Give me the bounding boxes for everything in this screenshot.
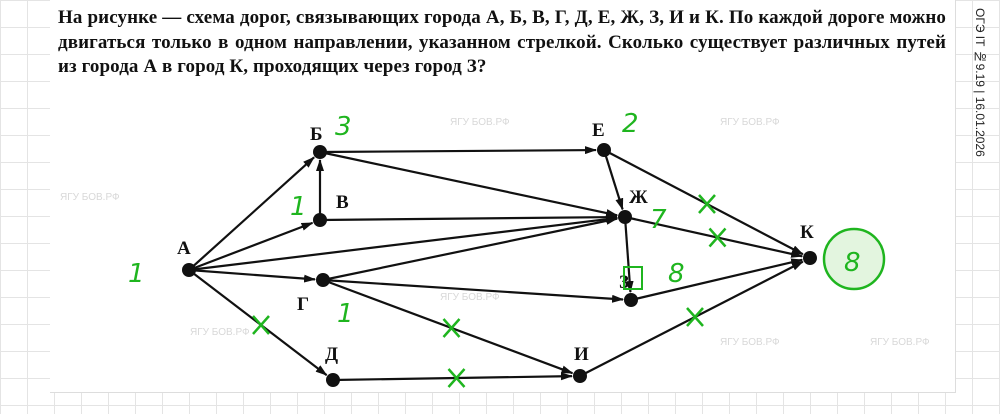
city-label: И: [574, 344, 589, 365]
side-label: ОГЭ IT №9.19 | 16.01.2026: [973, 8, 987, 157]
path-count: 1: [337, 299, 354, 329]
answer-circle: [822, 227, 886, 291]
road-I-K: [579, 260, 804, 377]
answer-count: 8: [844, 248, 861, 278]
road-E-Zh: [602, 149, 624, 211]
road-G-Zh: [322, 216, 619, 282]
road-B-Zh: [319, 150, 619, 217]
road-Z-K: [630, 258, 804, 302]
city-label: А: [177, 238, 191, 259]
city-node-A: [182, 263, 196, 277]
city-label: К: [800, 222, 814, 243]
road-V-Zh: [319, 213, 619, 222]
city-node-E: [597, 143, 611, 157]
city-node-G: [316, 273, 330, 287]
watermark-text: ЯГУ БОВ.РФ: [870, 337, 930, 348]
cross-mark-I-K: [686, 307, 704, 327]
road-E-K: [603, 149, 804, 256]
city-label: Г: [297, 294, 309, 315]
road-A-Zh: [188, 215, 619, 272]
path-count: 7: [650, 205, 667, 235]
watermark-text: ЯГУ БОВ.РФ: [60, 192, 120, 203]
path-count: 3: [335, 112, 352, 142]
path-count: 2: [622, 109, 639, 139]
road-G-I: [322, 278, 574, 375]
watermark-text: ЯГУ БОВ.РФ: [450, 117, 510, 128]
path-count: 1: [290, 192, 307, 222]
city-node-V: [313, 213, 327, 227]
road-B-E: [319, 146, 598, 155]
task-panel: [50, 0, 956, 393]
cross-mark-G-I: [442, 318, 461, 338]
road-A-V: [188, 221, 314, 272]
city-label: Е: [592, 120, 605, 141]
road-G-Z: [322, 278, 625, 303]
city-node-B: [313, 145, 327, 159]
city-node-D: [326, 373, 340, 387]
city-node-Zh: [618, 210, 632, 224]
road-A-B: [188, 156, 315, 271]
city-label: Б: [310, 124, 323, 145]
city-node-I: [573, 369, 587, 383]
city-node-Z: [624, 293, 638, 307]
road-Zh-Z: [623, 216, 634, 294]
question-text: На рисунке — схема дорог, связывающих го…: [58, 7, 946, 77]
city-node-K: [803, 251, 817, 265]
highlight-box: [623, 266, 643, 290]
city-label: Ж: [629, 187, 648, 208]
watermark-text: ЯГУ БОВ.РФ: [720, 337, 780, 348]
watermark-text: ЯГУ БОВ.РФ: [720, 117, 780, 128]
cross-mark-D-I: [447, 368, 466, 388]
cross-mark-E-K: [698, 194, 716, 214]
city-label: В: [336, 192, 349, 213]
path-count: 1: [128, 259, 145, 289]
city-label: Д: [325, 344, 338, 365]
cross-mark-Zh-K: [708, 227, 727, 248]
road-D-I: [332, 372, 574, 382]
path-count: 8: [668, 259, 685, 289]
road-Zh-K: [624, 215, 804, 258]
cross-mark-A-D: [252, 315, 270, 335]
watermark-text: ЯГУ БОВ.РФ: [440, 292, 500, 303]
road-A-G: [188, 268, 317, 283]
watermark-text: ЯГУ БОВ.РФ: [190, 327, 250, 338]
